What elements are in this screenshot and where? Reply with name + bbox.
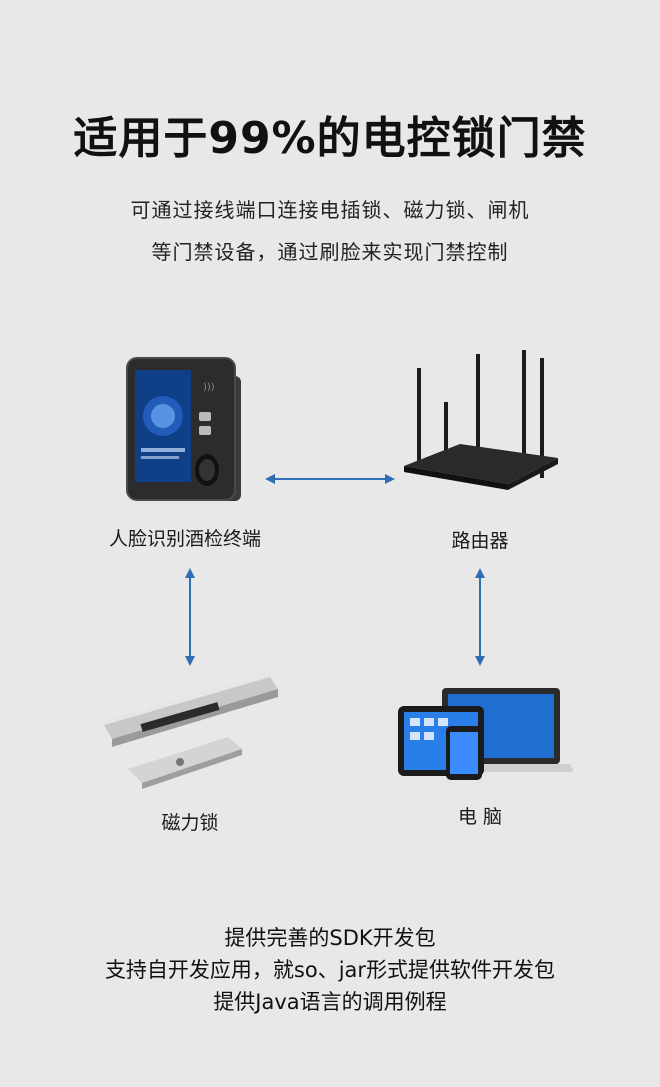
face-terminal-device-icon: )))	[126, 357, 241, 501]
arrow-router-computer	[475, 568, 485, 666]
subtitle-line-1: 可通过接线端口连接电插锁、磁力锁、闸机	[130, 198, 530, 222]
footer-line-3: 提供Java语言的调用例程	[213, 990, 447, 1014]
router-device-icon	[404, 350, 558, 490]
page-title: 适用于99%的电控锁门禁	[73, 113, 587, 164]
svg-text:))): )))	[203, 382, 215, 393]
label-terminal: 人脸识别酒检终端	[108, 528, 261, 550]
footer-line-1: 提供完善的SDK开发包	[224, 926, 436, 950]
arrow-terminal-router	[265, 474, 395, 484]
label-router: 路由器	[451, 530, 509, 552]
subtitle-line-2: 等门禁设备，通过刷脸来实现门禁控制	[151, 240, 509, 264]
label-computer: 电 脑	[457, 806, 503, 828]
label-maglock: 磁力锁	[161, 812, 219, 834]
computer-devices-icon	[398, 688, 573, 780]
magnetic-lock-device-icon	[104, 671, 278, 789]
arrow-terminal-maglock	[185, 568, 195, 666]
footer-line-2: 支持自开发应用，就so、jar形式提供软件开发包	[104, 958, 556, 982]
